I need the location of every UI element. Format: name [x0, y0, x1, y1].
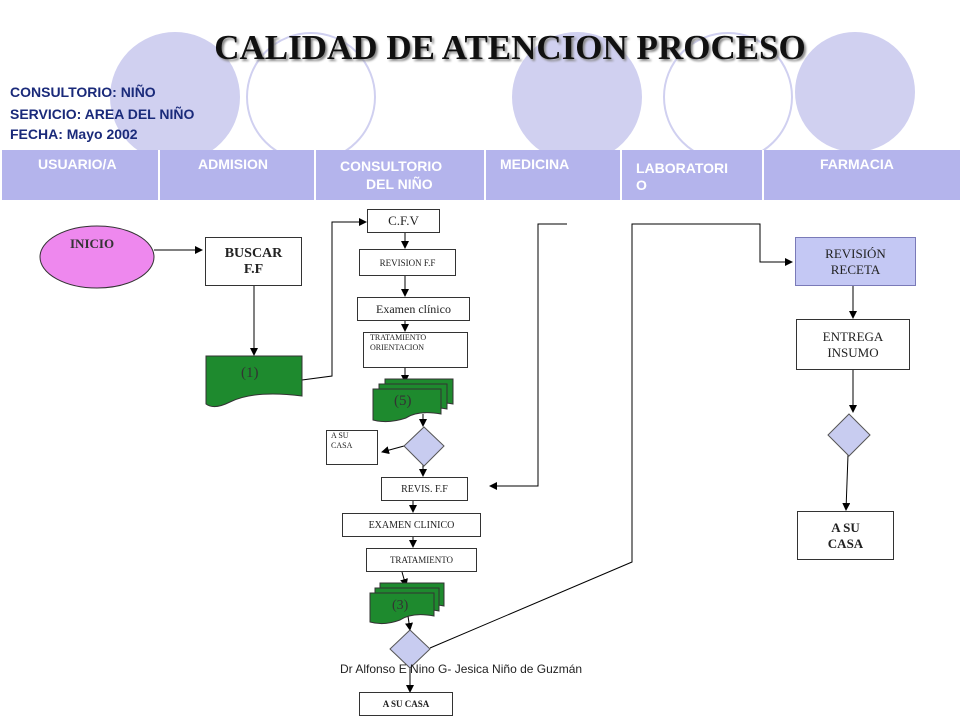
decision-diamond-1 [403, 426, 445, 467]
entrega-insumo-box: ENTREGA INSUMO [796, 319, 910, 370]
tratamiento-orientacion-box: TRATAMIENTO ORIENTACION [363, 332, 468, 368]
arrow-decision-casa3 [842, 454, 851, 511]
arrow-decision-casa [381, 445, 405, 455]
decision-diamond-2 [389, 629, 431, 669]
a-su-casa-box-1: A SU CASA [326, 430, 378, 465]
tratamiento-line2: ORIENTACION [370, 343, 425, 352]
page-title: CALIDAD DE ATENCION PROCESO [214, 28, 806, 67]
fecha-label: FECHA: Mayo 2002 [10, 126, 138, 142]
revis-ff-box: REVIS. F.F [381, 477, 468, 501]
revision-receta-box: REVISIÓN RECETA [795, 237, 916, 286]
a-su-casa-3-line1: A SU [831, 519, 860, 535]
consultorio-label: CONSULTORIO: NIÑO [10, 84, 156, 100]
lane-label: MEDICINA [500, 156, 570, 172]
lane-consultorio: CONSULTORIO DEL NIÑO [314, 150, 484, 200]
start-label: INICIO [70, 236, 115, 251]
arrow-to-farmacia [429, 223, 793, 649]
lane-medicina: MEDICINA [484, 150, 620, 200]
lane-label-line2: O [636, 177, 647, 193]
lane-label: FARMACIA [820, 156, 894, 172]
examen-clinico-box: Examen clínico [357, 297, 470, 321]
cfv-box: C.F.V [367, 209, 440, 233]
lane-usuario: USUARIO/A [0, 150, 158, 200]
a-su-casa-1-line1: A SU [331, 431, 349, 440]
footer-credit: Dr Alfonso E Nino G- Jesica Niño de Guzm… [340, 662, 583, 676]
decor-circle [795, 32, 915, 152]
lane-label: USUARIO/A [38, 156, 117, 172]
lane-label: CONSULTORIO [340, 158, 443, 174]
arrow-doc3-decision [405, 615, 413, 631]
lane-laboratorio: LABORATORI O [620, 150, 762, 200]
lane-admision: ADMISION [158, 150, 314, 200]
arrow-doc1-cfv [301, 218, 367, 381]
servicio-label: SERVICIO: AREA DEL NIÑO [10, 106, 195, 122]
examen-clinico-2-box: EXAMEN CLINICO [342, 513, 481, 537]
document-shape-1 [205, 355, 303, 408]
a-su-casa-box-2: A SU CASA [359, 692, 453, 716]
tratamiento-line1: TRATAMIENTO [370, 333, 427, 342]
entrega-line2: INSUMO [827, 344, 879, 360]
entrega-line1: ENTREGA [822, 328, 884, 344]
document-label-3: (3) [392, 598, 409, 613]
buscar-line2: F.F [243, 261, 264, 277]
decor-circle [512, 32, 642, 162]
document-label-5: (5) [394, 393, 412, 409]
lane-label: ADMISION [198, 156, 268, 172]
a-su-casa-3-line2: CASA [827, 535, 864, 551]
decision-diamond-3 [827, 413, 871, 457]
decor-circle [110, 32, 240, 162]
tratamiento-box: TRATAMIENTO [366, 548, 477, 572]
a-su-casa-1-line2: CASA [331, 441, 353, 450]
multidocument-shape-3 [369, 582, 445, 625]
lane-label-line2: DEL NIÑO [366, 176, 433, 192]
revision-ff-box: REVISION F.F [359, 249, 456, 276]
revision-receta-line1: REVISIÓN [825, 245, 886, 261]
a-su-casa-box-3: A SU CASA [797, 511, 894, 560]
lane-label: LABORATORI [636, 160, 729, 176]
buscar-line1: BUSCAR [224, 245, 283, 261]
arrow-return-revis [489, 223, 567, 490]
buscar-ff-box: BUSCAR F.F [205, 237, 302, 286]
document-label-1: (1) [241, 365, 259, 381]
start-oval [39, 225, 155, 289]
lane-farmacia: FARMACIA [762, 150, 960, 200]
revision-receta-line2: RECETA [830, 261, 881, 277]
multidocument-shape-5 [372, 378, 454, 423]
